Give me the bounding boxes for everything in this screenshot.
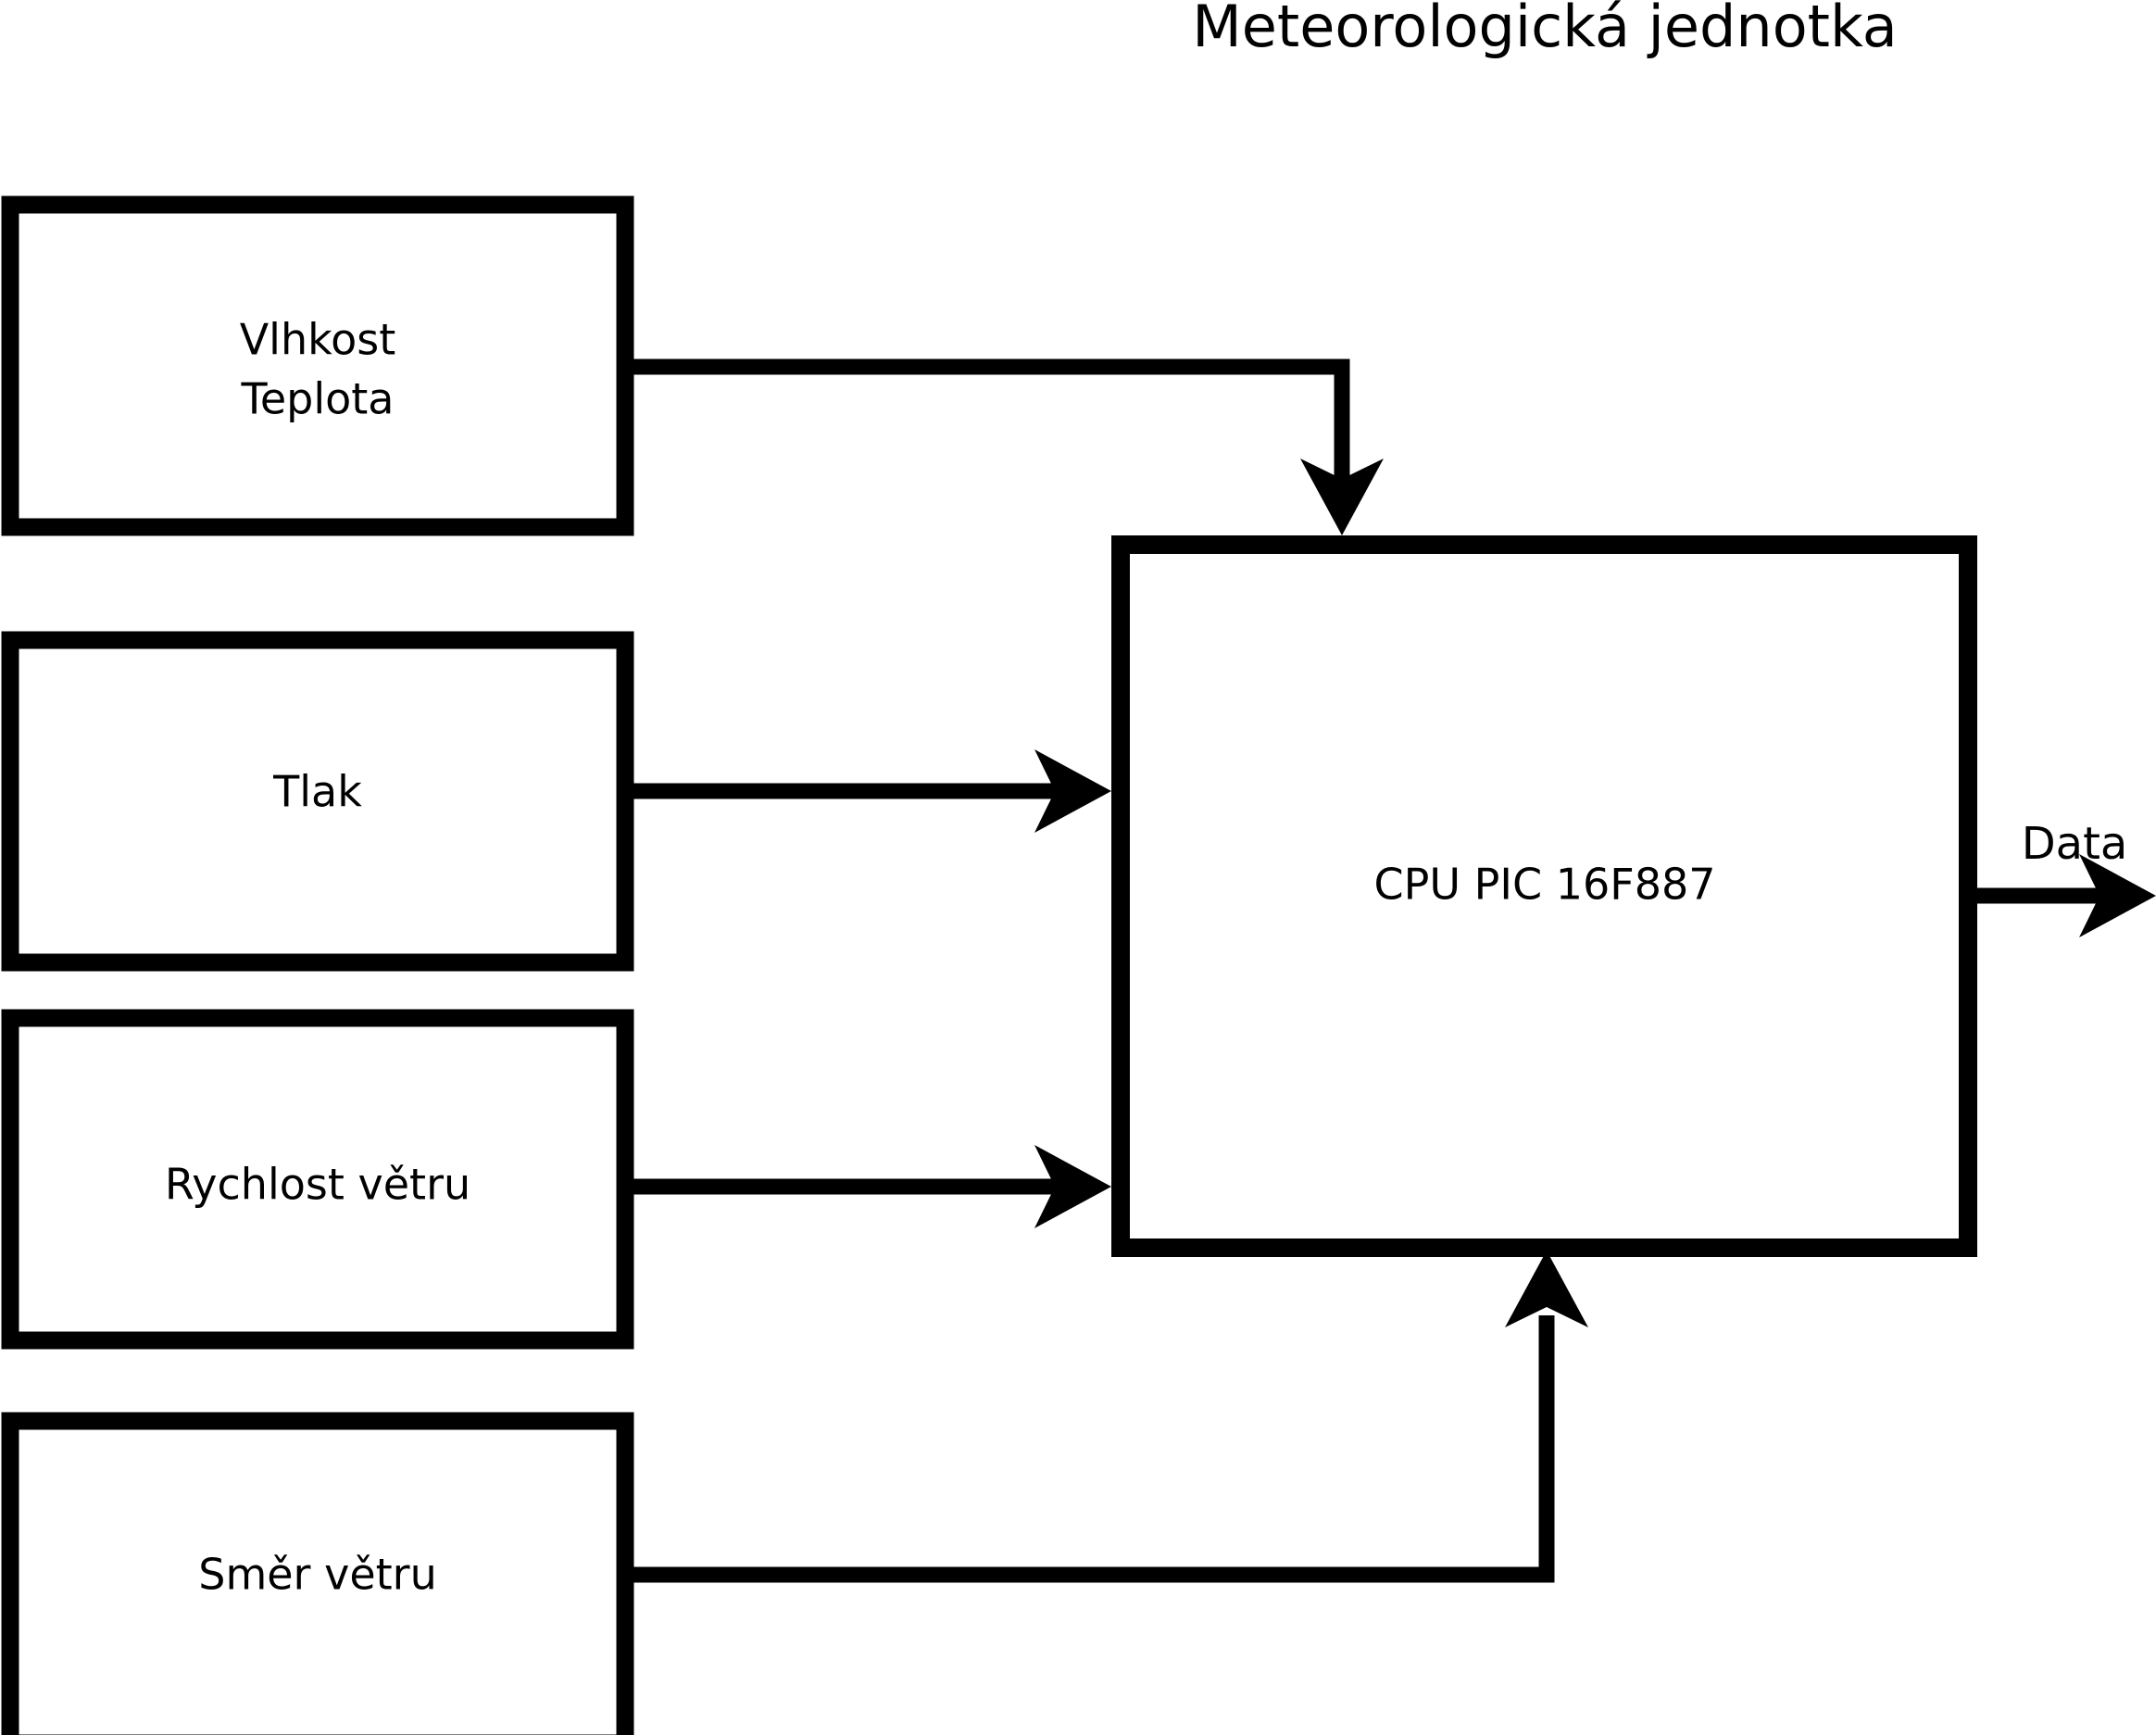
sensor-block-wind-direction[interactable]: Směr větru — [1, 1412, 634, 1735]
output-data-label: Data — [2022, 818, 2128, 870]
connector-humidity-temperature-to-cpu-line — [626, 358, 1350, 484]
sensor-block-wind-direction-rect — [1, 1412, 634, 1735]
arrowhead-right-into-cpu-wind-speed-icon — [1034, 1145, 1111, 1228]
arrowhead-right-into-cpu-pressure-icon — [1034, 749, 1111, 833]
sensor-block-pressure-rect — [1, 631, 634, 972]
connector-pressure-to-cpu — [626, 749, 1111, 833]
arrowhead-up-into-cpu-icon — [1505, 1251, 1588, 1327]
output-data-connector: Data — [1968, 818, 2156, 937]
sensor-block-humidity-temperature-label-line2: Teplota — [241, 374, 395, 424]
connector-wind-speed-to-cpu — [626, 1145, 1111, 1228]
sensor-block-wind-speed-rect — [1, 1009, 634, 1350]
connector-wind-direction-to-cpu — [626, 1251, 1588, 1583]
sensor-block-wind-speed[interactable]: Rychlost větru — [1, 1009, 634, 1350]
cpu-block-label: CPU PIC 16F887 — [1374, 860, 1716, 910]
connector-wind-direction-to-cpu-line — [626, 1315, 1555, 1583]
cpu-block-rect — [1111, 535, 1977, 1257]
sensor-block-pressure-label: Tlak — [272, 767, 362, 817]
sensor-block-wind-speed-label: Rychlost větru — [165, 1160, 470, 1210]
sensor-block-pressure[interactable]: Tlak — [1, 631, 634, 972]
sensor-block-wind-direction-label: Směr větru — [198, 1550, 436, 1600]
cpu-block[interactable]: CPU PIC 16F887 — [1111, 535, 1977, 1257]
arrowhead-right-data-output-icon — [2079, 854, 2156, 937]
sensor-block-humidity-temperature[interactable]: Vlhkost Teplota — [1, 195, 634, 536]
arrowhead-down-into-cpu-icon — [1300, 459, 1384, 535]
diagram-title: Meteorologická jednotka — [1192, 0, 1898, 60]
connector-humidity-temperature-to-cpu — [626, 358, 1384, 535]
sensor-block-humidity-temperature-rect — [1, 195, 634, 536]
sensor-block-humidity-temperature-label-line1: Vlhkost — [240, 315, 396, 365]
